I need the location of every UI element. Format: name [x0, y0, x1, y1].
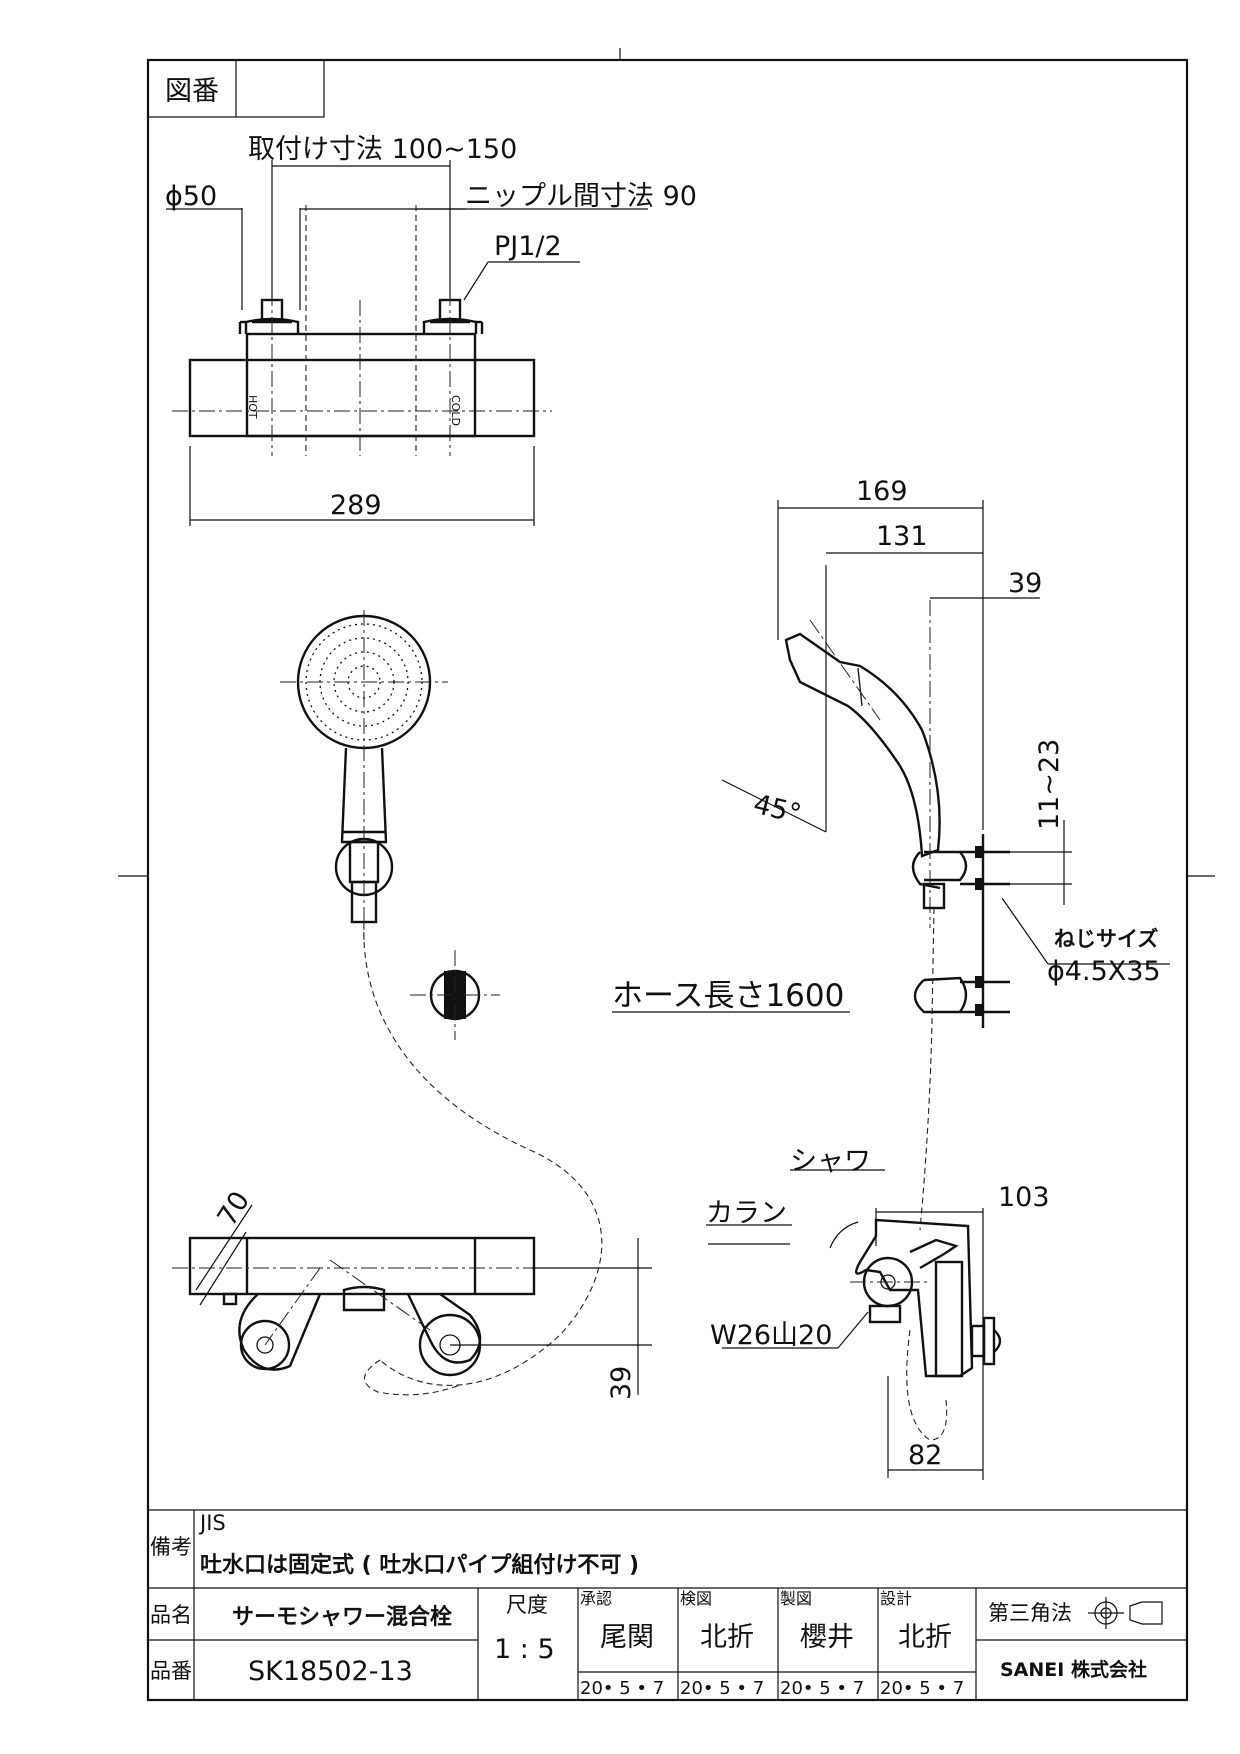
company-name: SANEI 株式会社 — [1000, 1658, 1147, 1681]
nipple-pitch-dimension: ニップル間寸法 90 — [465, 181, 697, 212]
top-view-dimensions — [166, 160, 648, 526]
front-view-dimensions — [195, 1204, 652, 1395]
draft-name: 櫻井 — [800, 1622, 854, 1653]
w26-thread-dimension: W26山20 — [710, 1320, 832, 1351]
faucet-side-view — [829, 1218, 1002, 1441]
screw-size-dimension: ϕ4.5X35 — [1047, 956, 1161, 987]
side-view-dimensions — [612, 500, 1170, 1226]
body-top-view: HOT COLD — [172, 205, 552, 456]
dimension-131: 131 — [876, 521, 928, 552]
approval-name: 尾関 — [600, 1622, 654, 1653]
pj-thread-dimension: PJ1/2 — [494, 231, 562, 262]
wall-holder-front-view — [410, 950, 500, 1040]
dimension-39-bottom: 39 — [606, 1366, 637, 1400]
product-number: SK18502-13 — [248, 1656, 413, 1687]
dimension-39-top: 39 — [1008, 568, 1042, 599]
remarks-line-1: JIS — [198, 1511, 226, 1535]
shower-head-side-view — [721, 565, 1010, 1231]
design-date: 20• 5 • 7 — [880, 1678, 964, 1699]
check-label: 検図 — [680, 1589, 712, 1608]
check-date: 20• 5 • 7 — [680, 1678, 764, 1699]
product-number-label: 品番 — [150, 1659, 192, 1683]
hose-path-left — [363, 921, 603, 1386]
angle-45: 45° — [750, 789, 804, 831]
spout-label: カラン — [706, 1198, 787, 1229]
shower-head-front-view — [280, 610, 448, 940]
product-name-label: 品名 — [150, 1603, 192, 1627]
projection-label: 第三角法 — [988, 1601, 1072, 1625]
check-name: 北折 — [700, 1622, 754, 1653]
scale-label: 尺度 — [506, 1593, 548, 1617]
dimension-70: 70 — [212, 1186, 256, 1232]
mount-pitch-dimension: 取付け寸法 100~150 — [248, 134, 517, 165]
scale-value: 1 : 5 — [494, 1634, 555, 1665]
faucet-side-dimensions — [708, 1208, 984, 1480]
hose-length-dimension: ホース長さ1600 — [612, 978, 844, 1014]
screw-size-label: ねじサイズ — [1054, 927, 1158, 951]
dimension-103: 103 — [998, 1182, 1050, 1213]
draft-date: 20• 5 • 7 — [780, 1678, 864, 1699]
approval-date: 20• 5 • 7 — [580, 1678, 664, 1699]
shower-label: シャワ — [790, 1146, 871, 1177]
svg-text:COLD: COLD — [449, 395, 462, 426]
third-angle-projection-icon — [1088, 1597, 1163, 1629]
body-length-dimension: 289 — [330, 490, 382, 521]
remarks-line-2: 吐水口は固定式 ( 吐水口パイプ組付け不可 ) — [200, 1552, 639, 1578]
faucet-front-view — [172, 1236, 640, 1396]
design-name: 北折 — [898, 1622, 952, 1653]
dimension-82: 82 — [908, 1440, 942, 1471]
dimension-169: 169 — [856, 476, 908, 507]
dimension-11-23: 11~23 — [1034, 739, 1065, 830]
title-block-grid — [148, 1509, 1187, 1700]
draft-label: 製図 — [780, 1589, 812, 1608]
drawing-frame — [118, 48, 1215, 1702]
design-label: 設計 — [880, 1589, 912, 1608]
approval-label: 承認 — [580, 1589, 612, 1608]
product-name: サーモシャワー混合栓 — [232, 1604, 452, 1630]
svg-text:HOT: HOT — [246, 395, 259, 419]
diameter-50-dimension: ϕ50 — [165, 181, 217, 212]
remarks-label: 備考 — [150, 1535, 192, 1559]
drawing-number-label: 図番 — [165, 76, 219, 107]
